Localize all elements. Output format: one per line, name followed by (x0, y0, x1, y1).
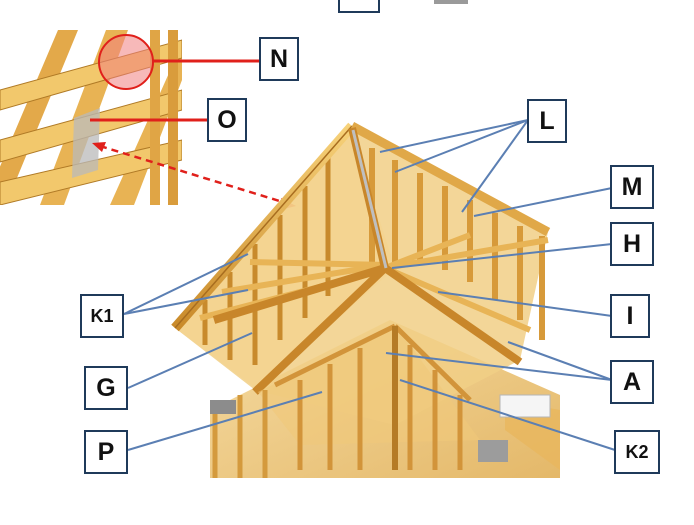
leader-lines (123, 119, 616, 451)
label-G: G (84, 366, 128, 410)
label-K2: K2 (614, 430, 660, 474)
house-frame (171, 122, 560, 478)
label-L: L (527, 99, 567, 143)
label-N: N (259, 37, 299, 81)
label-H: H (610, 222, 654, 266)
label-M: M (610, 165, 654, 209)
window-opening (499, 394, 551, 418)
inset-detail (0, 30, 182, 205)
label-A: A (610, 360, 654, 404)
cropped-gray-part (434, 0, 468, 4)
label-O: O (207, 98, 247, 142)
label-P: P (84, 430, 128, 474)
cropped-callout-box (338, 0, 380, 13)
connector-left (210, 400, 236, 414)
label-K1: K1 (80, 294, 124, 338)
connector-right (478, 440, 508, 462)
highlight-circle (98, 34, 154, 90)
label-I: I (610, 294, 650, 338)
